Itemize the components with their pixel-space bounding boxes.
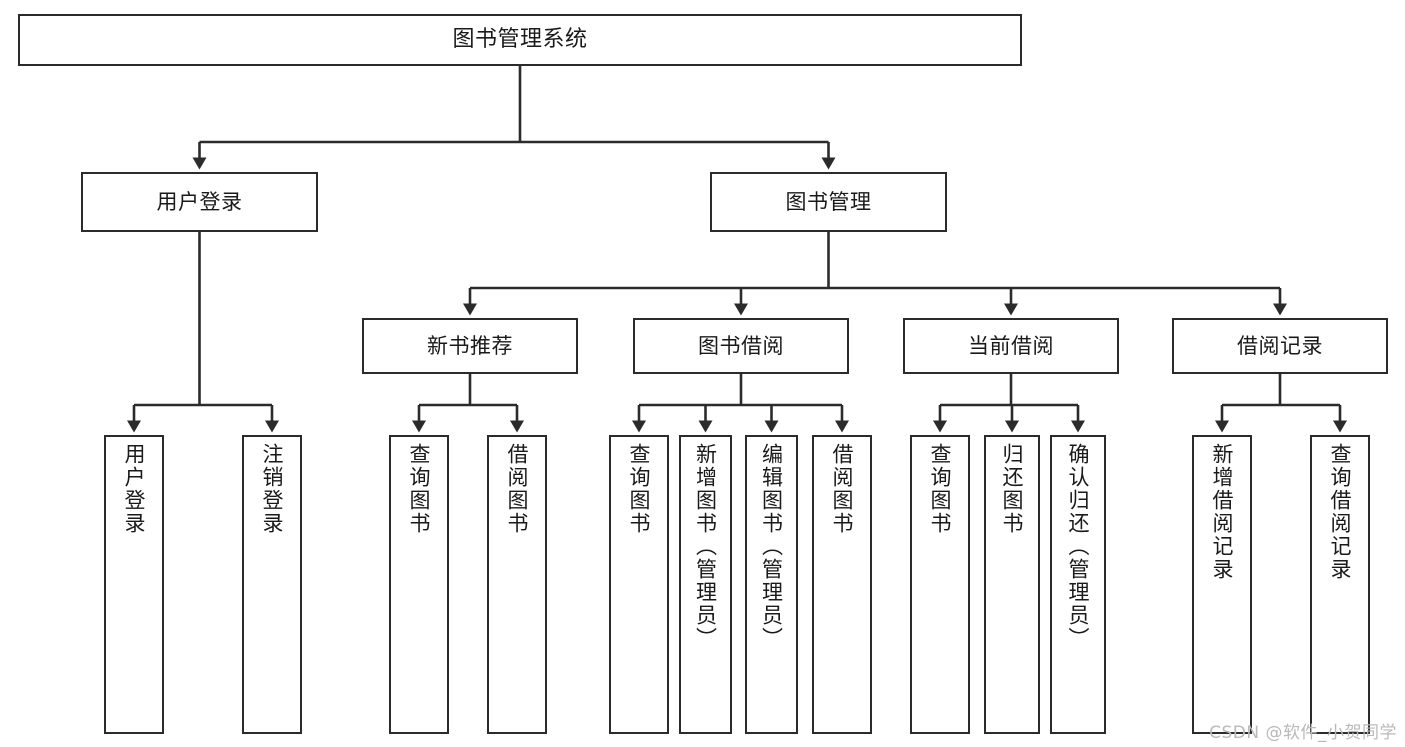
node-book-manage[interactable]: 图书管理 — [710, 172, 947, 232]
watermark-text: CSDN @软件_小贺同学 — [1209, 723, 1397, 743]
node-leaf-confirm-return[interactable]: 确认归还（管理员） — [1050, 435, 1106, 734]
node-leaf-borrow-book-1[interactable]: 借阅图书 — [487, 435, 547, 734]
node-label: 查询图书 — [928, 443, 953, 535]
node-leaf-return-book[interactable]: 归还图书 — [984, 435, 1040, 734]
node-borrow-record[interactable]: 借阅记录 — [1172, 318, 1388, 374]
node-leaf-borrow-book-2[interactable]: 借阅图书 — [812, 435, 872, 734]
node-label: 查询图书 — [407, 443, 432, 535]
node-label: 图书借阅 — [698, 333, 784, 358]
node-leaf-query-book-3[interactable]: 查询图书 — [910, 435, 970, 734]
node-label: 确认归还（管理员） — [1066, 443, 1091, 650]
node-leaf-user-login[interactable]: 用户登录 — [104, 435, 164, 734]
node-leaf-add-book[interactable]: 新增图书（管理员） — [679, 435, 732, 734]
node-label: 用户登录 — [156, 189, 243, 214]
node-label: 新书推荐 — [427, 333, 513, 358]
node-leaf-query-record[interactable]: 查询借阅记录 — [1310, 435, 1370, 734]
node-book-borrow[interactable]: 图书借阅 — [633, 318, 849, 374]
node-label: 借阅图书 — [830, 443, 855, 535]
node-label: 当前借阅 — [968, 333, 1054, 358]
node-label: 图书管理 — [785, 189, 872, 214]
node-root[interactable]: 图书管理系统 — [18, 14, 1022, 66]
node-label: 注销登录 — [260, 443, 285, 535]
node-label: 编辑图书（管理员） — [759, 443, 784, 650]
node-label: 归还图书 — [1000, 443, 1025, 535]
node-leaf-user-logout[interactable]: 注销登录 — [242, 435, 302, 734]
node-new-book-rec[interactable]: 新书推荐 — [362, 318, 578, 374]
node-leaf-add-record[interactable]: 新增借阅记录 — [1192, 435, 1252, 734]
node-label: 查询图书 — [627, 443, 652, 535]
node-label: 新增图书（管理员） — [693, 443, 718, 650]
node-label: 新增借阅记录 — [1210, 443, 1235, 581]
node-label: 借阅图书 — [505, 443, 530, 535]
node-label: 用户登录 — [122, 443, 147, 535]
node-leaf-query-book-1[interactable]: 查询图书 — [389, 435, 449, 734]
node-user-login[interactable]: 用户登录 — [81, 172, 318, 232]
node-label: 查询借阅记录 — [1328, 443, 1353, 581]
node-current-borrow[interactable]: 当前借阅 — [903, 318, 1119, 374]
node-leaf-query-book-2[interactable]: 查询图书 — [609, 435, 669, 734]
node-leaf-edit-book[interactable]: 编辑图书（管理员） — [745, 435, 798, 734]
node-label: 借阅记录 — [1237, 333, 1323, 358]
node-label: 图书管理系统 — [452, 27, 588, 53]
